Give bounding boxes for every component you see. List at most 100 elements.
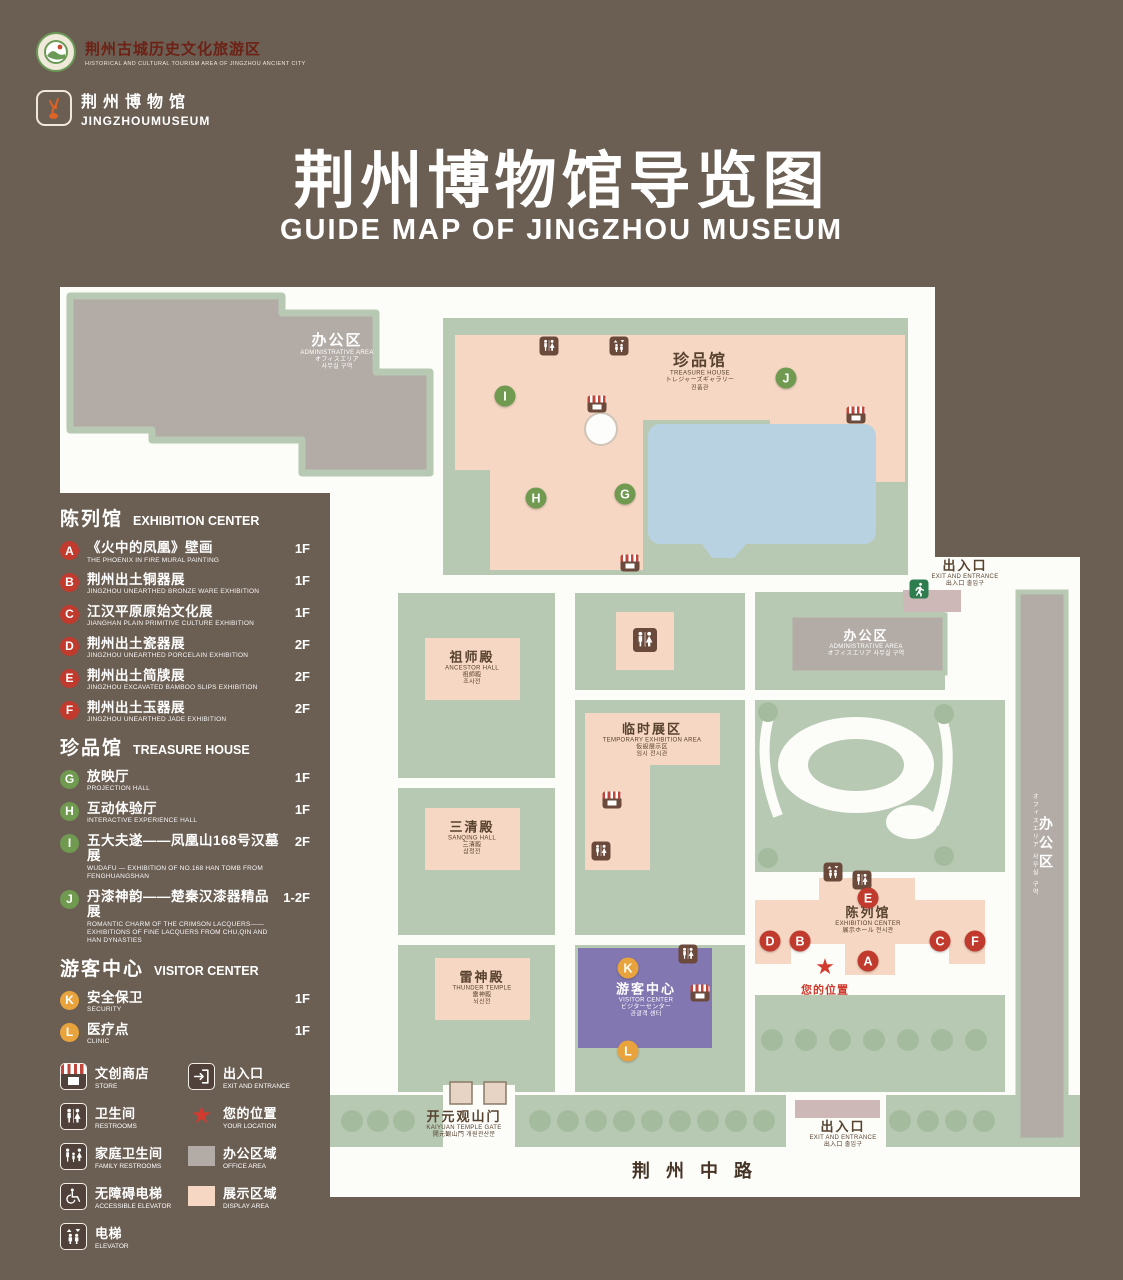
map-marker-e: E [857, 887, 879, 909]
family-restroom-icon [60, 1142, 87, 1170]
store-icon [846, 406, 866, 424]
restroom-icon [591, 841, 611, 861]
fountain [584, 412, 618, 446]
museum-logo-subtitle: JINGZHOUMUSEUM [81, 114, 211, 128]
kaiyuan-gate-label: 开元观山门 KAIYUAN TEMPLE GATE 開元観山門 개원관산문 [426, 1109, 502, 1138]
trees [341, 702, 995, 1132]
your-location-label: 您的位置 [801, 984, 849, 997]
map-marker-k: K [617, 957, 639, 979]
map-marker-f: F [964, 930, 986, 952]
sanqing-hall-building [425, 808, 520, 870]
page-subtitle: GUIDE MAP OF JINGZHOU MUSEUM [280, 214, 843, 246]
map-marker-h: H [525, 487, 547, 509]
exit-icon [188, 1062, 215, 1090]
elevator-icon [609, 336, 629, 356]
tourism-logo-block: 荆州古城历史文化旅游区 HISTORICAL AND CULTURAL TOUR… [36, 32, 306, 72]
display-area-swatch [188, 1186, 215, 1207]
tourism-logo-icon [36, 32, 76, 72]
admin-area-e-building [787, 612, 948, 676]
elevator-icon [60, 1222, 87, 1250]
exhibition-center-label: 陈列馆 EXHIBITION CENTER 展示ホール 전시관 [835, 905, 901, 934]
map-marker-b: B [789, 930, 811, 952]
museum-logo-title: 荆州博物馆 [81, 94, 192, 111]
gate-pillar-right [483, 1081, 507, 1105]
ancestor-hall-label: 祖师殿 ANCESTOR HALL 祖師殿 조사전 [445, 649, 499, 686]
exit-s-structure [795, 1100, 880, 1118]
garden-path-w [759, 712, 783, 818]
store-icon [620, 554, 640, 572]
store-icon [602, 791, 622, 809]
museum-logo-icon [36, 90, 72, 126]
restroom-icon [852, 870, 872, 890]
accessible-elevator-icon [60, 1182, 87, 1210]
page-title: 荆州博物馆导览图 [293, 147, 830, 216]
admin-area-far-e-label: 办公区 オフィスエリア 사무실 구역 [1031, 793, 1054, 897]
elevator-icon [823, 862, 843, 882]
store-icon [60, 1062, 87, 1090]
admin-area-far-e-building [1015, 589, 1069, 1143]
exit-icon [909, 579, 929, 599]
exit-ne-label: 出入口 EXIT AND ENTRANCE 出入口 출입구 [931, 558, 999, 587]
store-icon [690, 984, 710, 1002]
restroom-icon [539, 336, 559, 356]
sanqing-hall-label: 三清殿 SANQING HALL 三清殿 삼청전 [448, 819, 496, 856]
admin-area-e-label: 办公区 ADMINISTRATIVE AREA オフィスエリア 사무실 구역 [827, 628, 905, 657]
legend-section-exhibition-header: 陈列馆 EXHIBITION CENTER [60, 509, 260, 530]
tourism-logo-subtitle: HISTORICAL AND CULTURAL TOURISM AREA OF … [85, 60, 306, 67]
pond [648, 424, 876, 558]
jingzhou-middle-road-label: 荆州中路 [632, 1161, 768, 1182]
map-marker-d: D [759, 930, 781, 952]
exit-s-label: 出入口 EXIT AND ENTRANCE 出入口 출입구 [809, 1119, 877, 1148]
location-star-icon: ★ [190, 1102, 213, 1130]
garden-island [808, 739, 904, 791]
restroom-icon [633, 628, 657, 652]
store-icon [587, 395, 607, 413]
restroom-icon [678, 944, 698, 964]
legend-section-visitor-header: 游客中心 VISITOR CENTER [60, 958, 259, 980]
thunder-temple-label: 雷神殿 THUNDER TEMPLE 雷神殿 뇌신전 [452, 969, 512, 1006]
museum-logo-block: 荆州博物馆 JINGZHOUMUSEUM [36, 88, 210, 128]
admin-area-nw-label: 办公区 ADMINISTRATIVE AREA オフィスエリア 사무실 구역 [300, 332, 374, 371]
office-area-swatch [188, 1146, 215, 1167]
your-location-star-icon: ★ [815, 954, 835, 979]
map-marker-i: I [494, 385, 516, 407]
tourism-logo-title: 荆州古城历史文化旅游区 [85, 40, 262, 58]
restroom-icon [60, 1102, 87, 1130]
map-marker-a: A [857, 950, 879, 972]
legend-section-treasure-header: 珍品馆 TREASURE HOUSE [60, 737, 250, 759]
map-marker-g: G [614, 483, 636, 505]
garden-pond [886, 805, 938, 839]
map-marker-c: C [929, 930, 951, 952]
deer-emblem-art [49, 98, 59, 119]
treasure-house-building [455, 335, 905, 570]
tourism-emblem-art [44, 40, 68, 64]
map-marker-l: L [617, 1040, 639, 1062]
map-marker-j: J [775, 367, 797, 389]
ancestor-hall-building [425, 638, 520, 700]
visitor-center-building [578, 948, 712, 1048]
visitor-center-label: 游客中心 VISITOR CENTER ビジターセンター 관광객 센터 [615, 981, 677, 1018]
